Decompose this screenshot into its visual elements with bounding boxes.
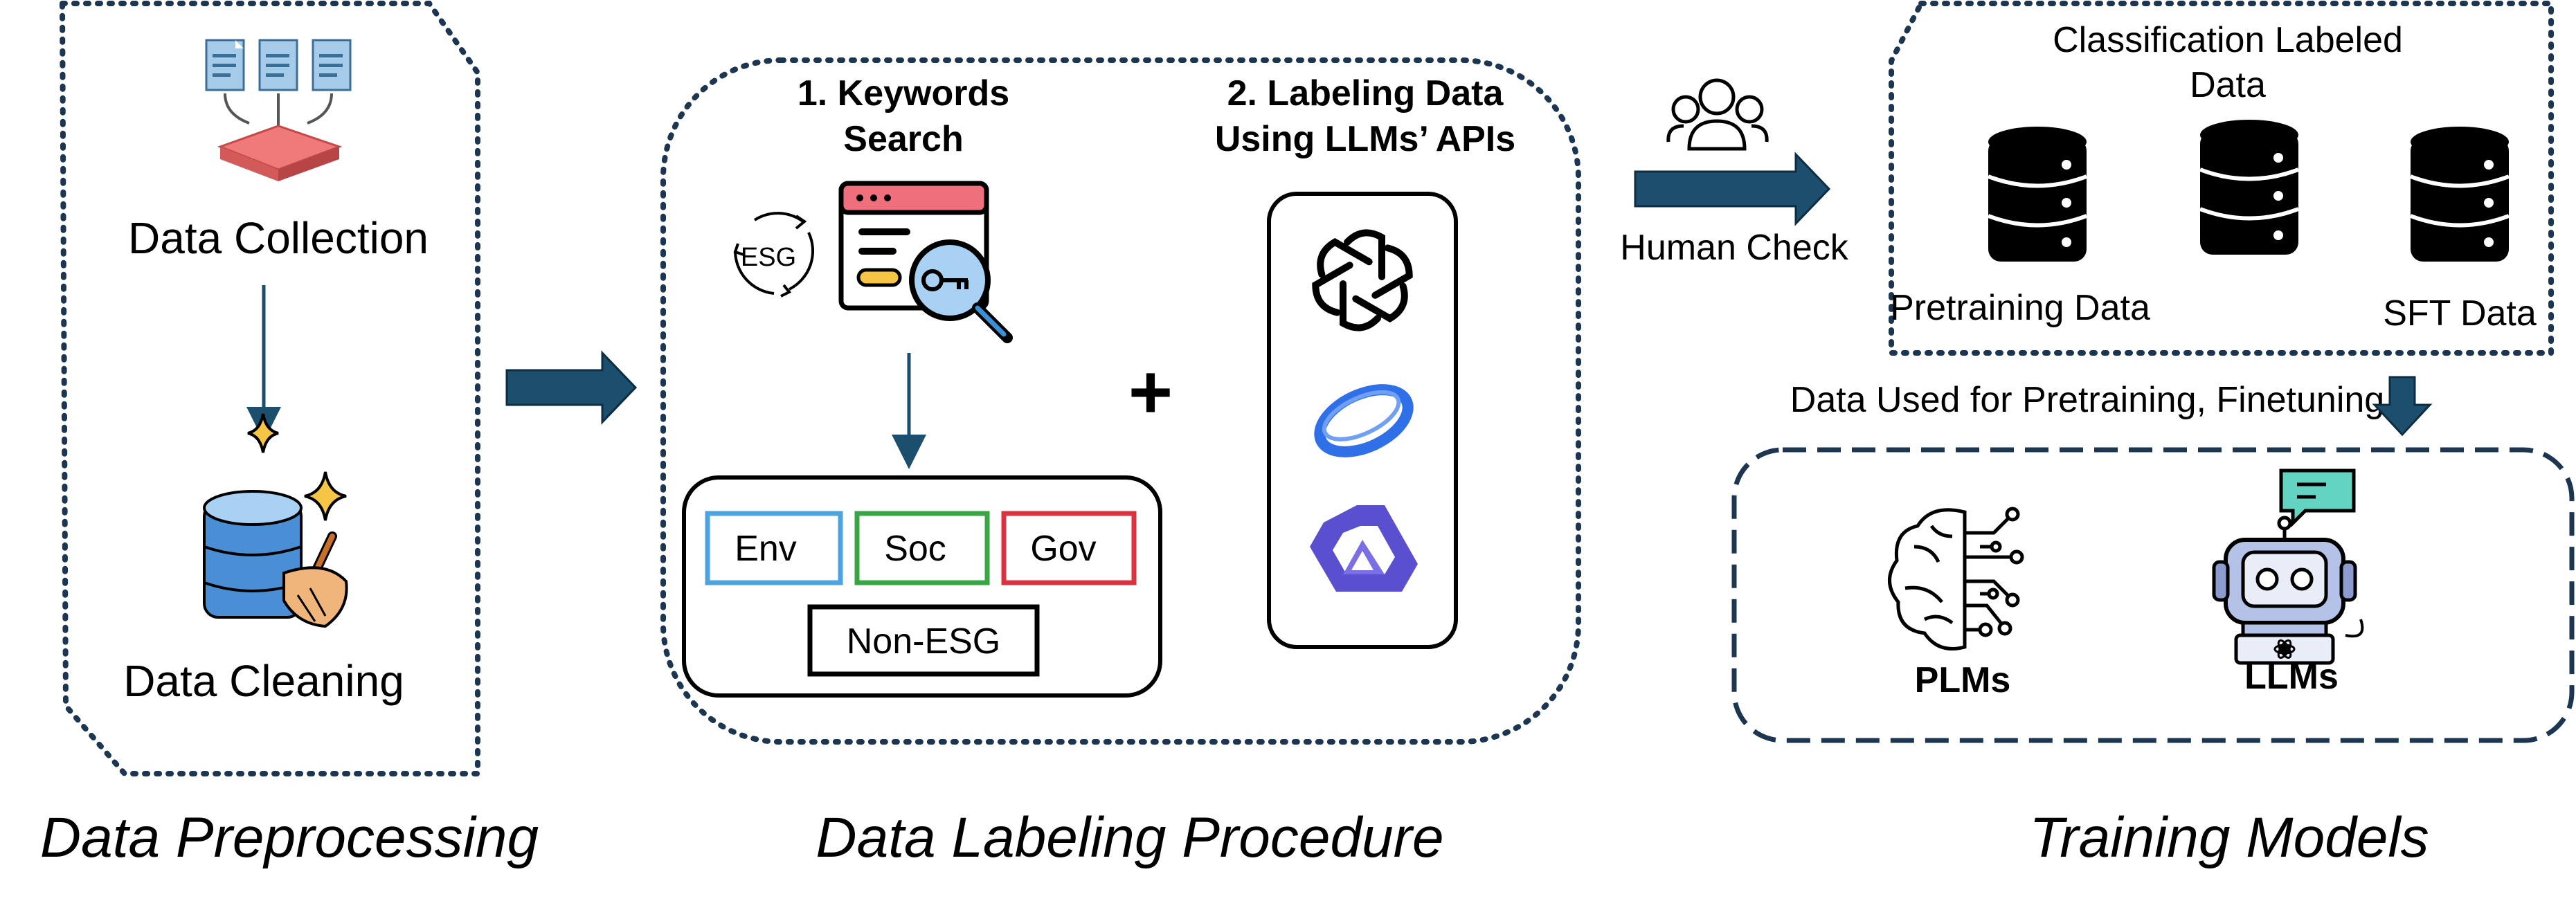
section-title-training: Training Models [2029,806,2429,869]
people-icon [1666,78,1769,151]
openai-logo-icon [1312,229,1413,331]
models-panel [1731,447,2575,743]
middle-database-icon [2199,120,2300,255]
section-title-labeling: Data Labeling Procedure [816,806,1443,869]
sft-database-icon [2409,127,2510,262]
step1-title-line1: 1. Keywords [798,73,1009,113]
labeling-to-labeled-data-arrow [1634,152,1831,226]
pretraining-data-label: Pretraining Data [1890,288,2150,328]
brain-circuit-icon [1888,507,2024,650]
qwen-logo-icon [1310,505,1418,592]
human-check-label: Human Check [1620,228,1848,268]
pretraining-database-icon [1987,127,2088,262]
data-collection-label: Data Collection [128,213,429,263]
category-gov-box [1001,511,1137,585]
section-title-preprocessing: Data Preprocessing [40,806,539,869]
llm-api-box [1267,192,1458,649]
plus-sign: + [1128,349,1173,435]
step2-title-line1: 2. Labeling Data [1227,73,1504,113]
category-soc-box [854,511,990,585]
preprocessing-panel [59,1,480,776]
category-env-label: Env [735,529,797,569]
category-env-box [705,511,843,585]
category-non-esg-label: Non-ESG [847,621,1001,662]
llm-ring-logo-icon [1314,384,1414,457]
sft-data-label: SFT Data [2383,293,2537,334]
category-soc-label: Soc [884,529,946,569]
labeled-data-panel [1889,1,2554,356]
labeled-data-title-line1: Classification Labeled [2053,20,2403,60]
labeling-panel [660,57,1581,745]
data-cleaning-icon [203,413,348,628]
data-cleaning-label: Data Cleaning [123,656,404,706]
esg-icon-text: ESG [741,243,796,272]
categories-box [682,475,1162,698]
category-gov-label: Gov [1030,529,1096,569]
robot-assistant-icon [2212,468,2364,665]
data-collection-icon [205,39,352,181]
step1-title-line2: Search [843,119,963,159]
keyword-search-icon [838,181,1013,343]
labeled-data-title-line2: Data [2190,65,2266,105]
esg-icon: ESG [733,212,814,298]
data-usage-label: Data Used for Pretraining, Finetuning [1790,380,2384,420]
category-non-esg-box [807,604,1040,677]
plms-label: PLMs [1915,660,2011,700]
llms-label: LLMs [2244,657,2339,697]
preprocessing-to-labeling-arrow [505,350,638,425]
labeled-data-to-models-arrow [2372,376,2433,437]
step2-title-line2: Using LLMs’ APIs [1215,119,1515,159]
